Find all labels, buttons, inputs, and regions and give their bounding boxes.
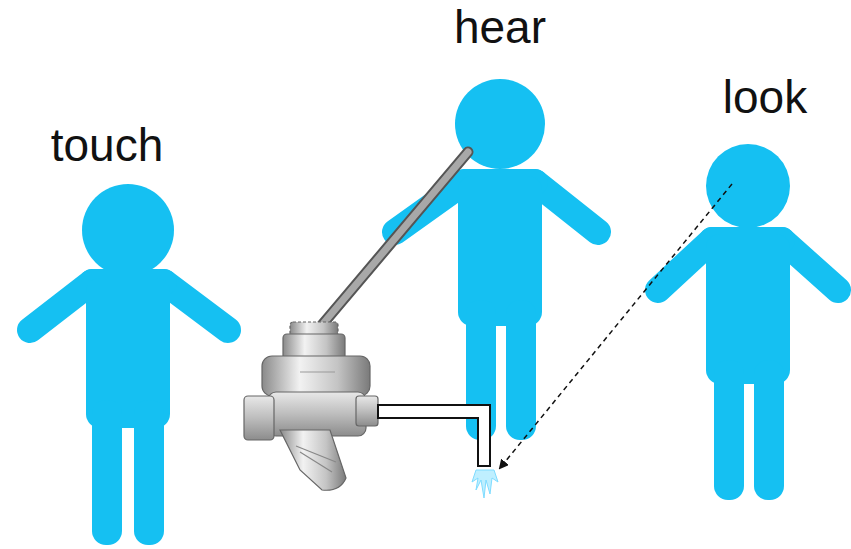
steam-spray	[472, 470, 498, 498]
person-figure	[658, 144, 838, 500]
outlet-pipe	[378, 405, 490, 466]
sense-label: hear	[454, 4, 546, 50]
sense-label: look	[723, 74, 807, 120]
steam-trap	[244, 322, 378, 490]
sight-line	[500, 184, 732, 468]
sense-label: touch	[51, 122, 164, 168]
person-figure	[395, 79, 598, 440]
person-figure	[30, 184, 228, 545]
listening-rod	[316, 152, 468, 332]
listening-rod	[316, 152, 468, 332]
